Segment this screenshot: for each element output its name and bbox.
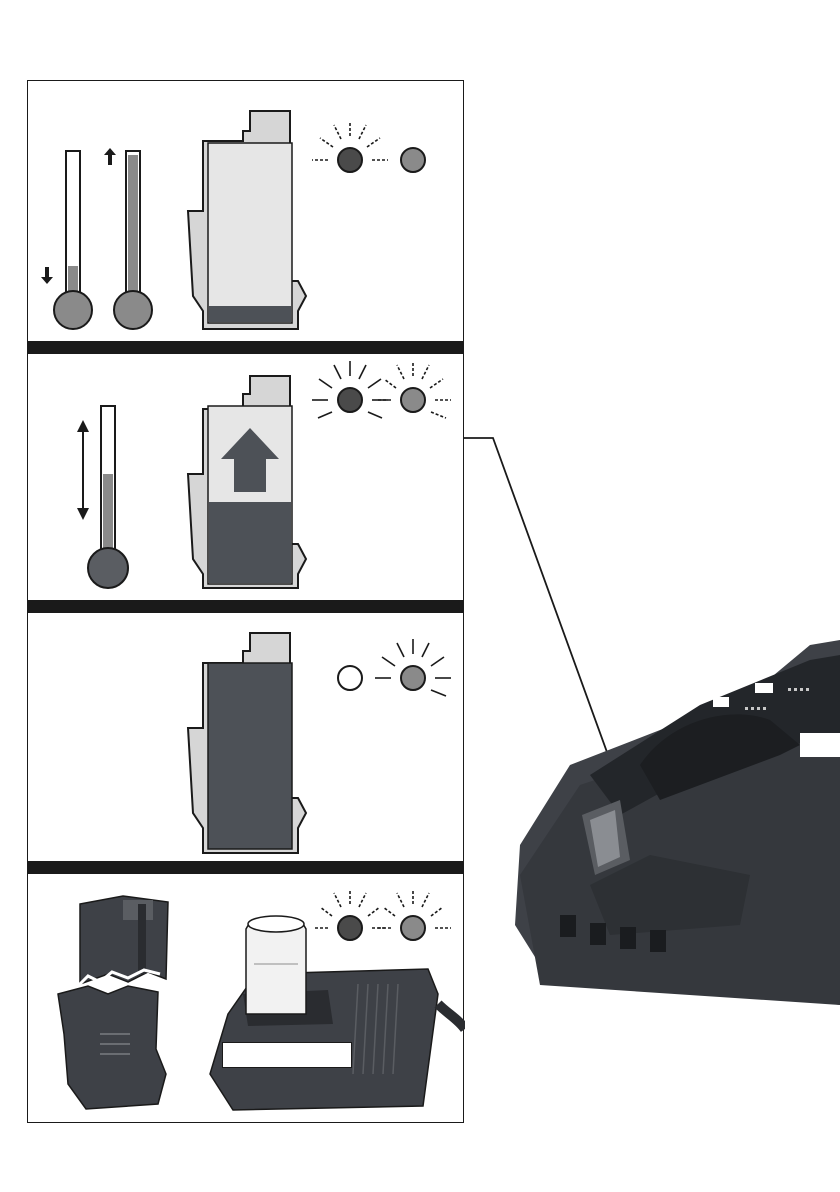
thermometer-cold-icon (41, 151, 92, 329)
panel-divider (28, 600, 463, 613)
led-red-on-icon (312, 361, 388, 418)
panel-divider (28, 861, 463, 874)
panel-defective (28, 874, 463, 1124)
thermometer-hot-icon (104, 148, 152, 329)
led-red-off-icon (338, 666, 362, 690)
panel-fully-charged (28, 613, 463, 861)
led-green-on-icon (375, 639, 451, 696)
led-red-blinking-icon (312, 121, 388, 172)
battery-empty-icon (188, 111, 306, 329)
panel-temperature (28, 81, 463, 341)
thermometer-normal-icon (77, 406, 128, 588)
charger-closeup-icon (500, 625, 840, 1005)
battery-charging-icon (188, 376, 306, 588)
battery-full-icon (188, 633, 306, 853)
panel-divider (28, 341, 463, 354)
broken-battery-icon (58, 896, 168, 1109)
charger-with-battery-icon (210, 916, 465, 1110)
led-green-blinking-icon (377, 889, 451, 940)
led-green-off-icon (401, 148, 425, 172)
instruction-frame (27, 80, 464, 1123)
charger-label-box (222, 1042, 352, 1068)
led-red-blinking-icon (314, 889, 386, 940)
panel-charging (28, 354, 463, 600)
led-green-blinking-icon (378, 361, 451, 418)
